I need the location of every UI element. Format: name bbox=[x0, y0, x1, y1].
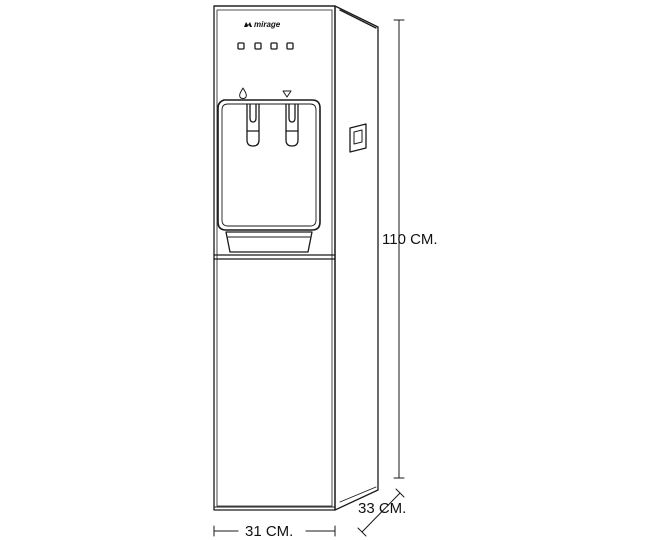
width-label: 31 CM. bbox=[245, 523, 293, 540]
control-button-2[interactable] bbox=[254, 42, 262, 50]
snowflake-icon bbox=[282, 90, 292, 98]
dispenser-top-edge bbox=[213, 5, 377, 29]
dispenser-front-inner bbox=[216, 9, 333, 507]
dispense-recess-outer bbox=[217, 99, 321, 231]
width-dimension-line bbox=[213, 525, 336, 537]
control-button-3[interactable] bbox=[270, 42, 278, 50]
dispense-recess-inner bbox=[221, 103, 317, 227]
height-label: 110 CM. bbox=[382, 231, 438, 248]
brand-name: mirage bbox=[254, 20, 281, 29]
brand-logo: mirage bbox=[244, 20, 281, 29]
hot-water-tap[interactable] bbox=[246, 103, 260, 147]
side-power-switch[interactable] bbox=[349, 123, 367, 153]
depth-label: 33 CM. bbox=[358, 500, 406, 517]
control-button-4[interactable] bbox=[286, 42, 294, 50]
brand-emblem-icon bbox=[244, 22, 252, 27]
dispenser-base bbox=[213, 486, 377, 511]
height-dimension-line bbox=[393, 19, 405, 479]
cold-water-tap[interactable] bbox=[285, 103, 299, 147]
dispenser-front-body bbox=[213, 5, 336, 511]
water-drop-icon bbox=[239, 87, 247, 99]
drip-tray bbox=[225, 231, 313, 253]
depth-dimension-line bbox=[357, 488, 405, 537]
panel-divider bbox=[213, 254, 336, 260]
control-buttons bbox=[237, 42, 294, 50]
control-button-1[interactable] bbox=[237, 42, 245, 50]
dispenser-side-panel bbox=[334, 5, 379, 511]
